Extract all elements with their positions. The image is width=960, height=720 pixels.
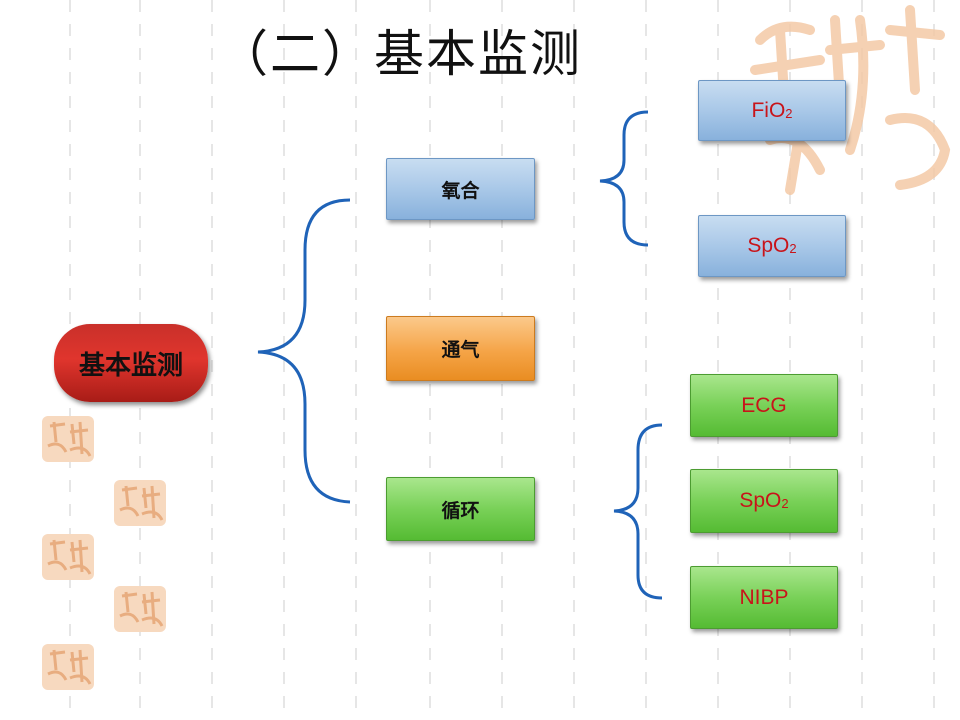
circulation-brace xyxy=(613,423,663,600)
leaf-label: SpO2 xyxy=(739,489,789,512)
leaf-ecg: ECG xyxy=(690,374,838,437)
page-title: （二）基本监测 xyxy=(218,25,582,83)
root-label: 基本监测 xyxy=(78,350,183,381)
node-circulation: 循环 xyxy=(386,477,535,541)
leaf-label: SpO2 xyxy=(747,234,797,257)
leaf-nibp: NIBP xyxy=(690,566,838,629)
leaf-spo2: SpO2 xyxy=(690,469,838,533)
seal-icon xyxy=(42,416,94,462)
node-ventilation: 通气 xyxy=(386,316,535,381)
seal-icon xyxy=(114,586,166,632)
root-node: 基本监测 xyxy=(54,324,208,402)
leaf-label: FiO2 xyxy=(751,98,793,122)
node-label: 氧合 xyxy=(441,179,480,202)
node-label: 循环 xyxy=(441,499,480,522)
node-label: 通气 xyxy=(441,339,480,361)
seal-icon xyxy=(42,534,94,580)
leaf-fio2: FiO2 xyxy=(698,80,846,141)
seal-icon xyxy=(42,644,94,690)
leaf-label: ECG xyxy=(741,393,787,417)
root-brace xyxy=(257,198,351,504)
leaf-label: NIBP xyxy=(739,585,789,609)
leaf-spo2: SpO2 xyxy=(698,215,846,277)
seal-icon xyxy=(114,480,166,526)
oxygenation-brace xyxy=(599,110,649,247)
node-oxygenation: 氧合 xyxy=(386,158,535,220)
